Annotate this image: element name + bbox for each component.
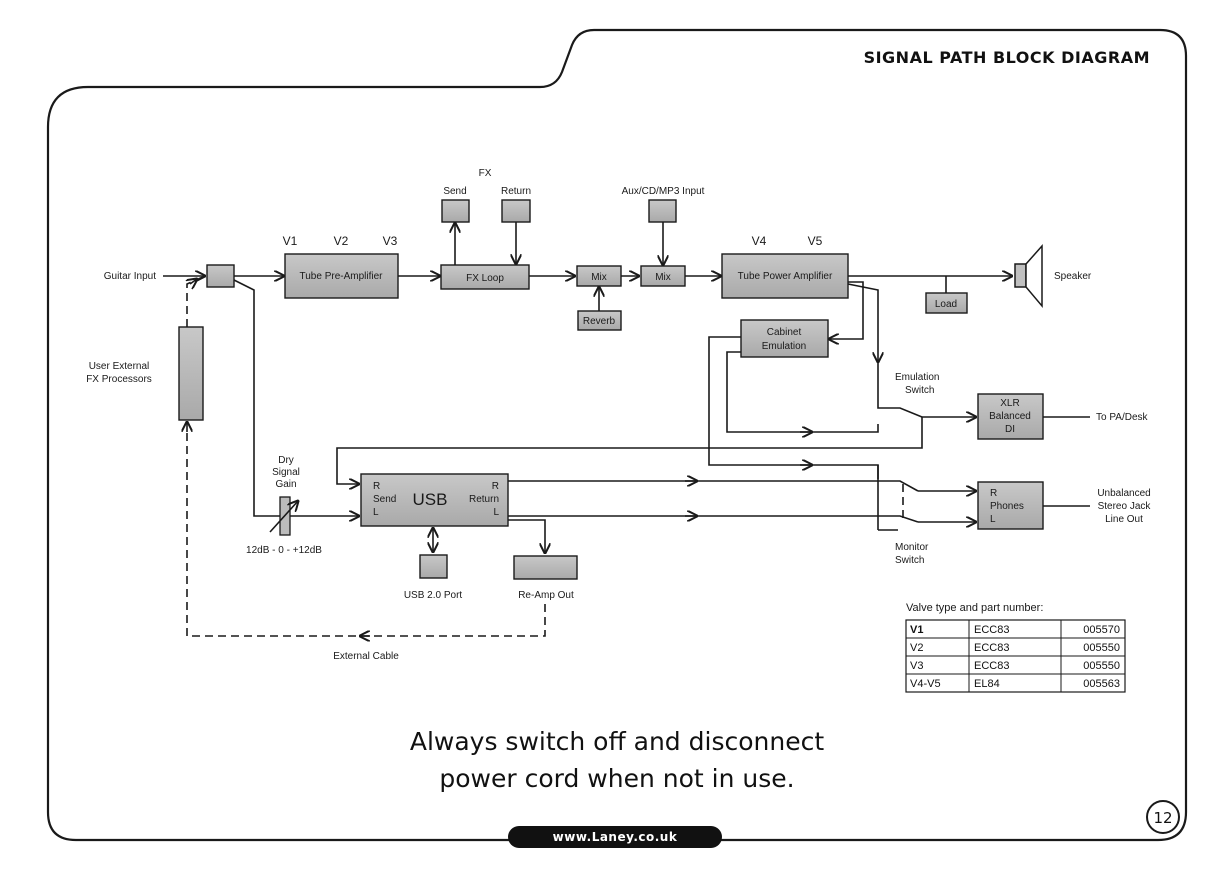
cabinet-label-1: Cabinet [767, 327, 802, 338]
usb-return-l: L [493, 507, 499, 518]
tube-preamp-label: Tube Pre-Amplifier [300, 271, 384, 282]
website-badge [508, 826, 722, 848]
v3-label: V3 [383, 234, 398, 248]
table-row-2-part: 005550 [1083, 642, 1120, 654]
phones-label: Phones [990, 501, 1024, 512]
dry-label-3: Gain [275, 479, 296, 490]
to-pa-label: To PA/Desk [1096, 412, 1148, 423]
valve-table-title: Valve type and part number: [906, 602, 1043, 614]
page-frame [46, 28, 1188, 842]
speaker-icon [1014, 244, 1043, 309]
usb-return-r: R [492, 481, 499, 492]
user-fx-label-2: FX Processors [86, 374, 152, 385]
dry-label-1: Dry [278, 455, 294, 466]
monitor-switch-label-1: Monitor [895, 542, 929, 553]
page-title: SIGNAL PATH BLOCK DIAGRAM [864, 48, 1150, 67]
usb-return-label: Return [469, 494, 499, 505]
xlr-label-1: XLR [1000, 398, 1019, 409]
load-label: Load [935, 299, 957, 310]
cabinet-label-2: Emulation [762, 341, 806, 352]
notice-line-2: power cord when not in use. [439, 764, 794, 793]
unbalanced-label-3: Line Out [1105, 514, 1143, 525]
table-row-4-type: EL84 [974, 678, 1000, 690]
xlr-label-3: DI [1005, 424, 1015, 435]
table-row-1-type: ECC83 [974, 624, 1009, 636]
tube-power-amp-block [721, 253, 849, 299]
gain-knob-icon [269, 496, 298, 536]
phones-r: R [990, 488, 997, 499]
website-link[interactable]: www.Laney.co.uk [553, 830, 678, 844]
phones-block [977, 481, 1044, 530]
xlr-label-2: Balanced [989, 411, 1031, 422]
aux-input-jack [648, 199, 677, 223]
speaker-label: Speaker [1054, 271, 1092, 282]
mix-1-label: Mix [591, 272, 607, 283]
usb-port-block [419, 554, 448, 579]
fx-send-jack [441, 199, 470, 223]
v2-label: V2 [334, 234, 349, 248]
phones-l: L [990, 514, 996, 525]
cabinet-emulation-block [740, 319, 829, 358]
fx-loop-block [440, 264, 530, 290]
xlr-di-block [977, 393, 1044, 440]
unbalanced-label-2: Stereo Jack [1098, 501, 1152, 512]
usb-label: USB [413, 490, 448, 509]
table-row-2-valve: V2 [910, 642, 923, 654]
monitor-switch-label-2: Switch [895, 555, 924, 566]
fx-loop-label: FX Loop [466, 273, 504, 284]
valve-table: Valve type and part number: V1 ECC83 005… [905, 602, 1126, 693]
page-number-circle [1146, 800, 1180, 834]
input-buffer-block [206, 264, 235, 288]
v1-label: V1 [283, 234, 298, 248]
reverb-label: Reverb [583, 316, 616, 327]
usb-port-label: USB 2.0 Port [404, 590, 463, 601]
emulation-switch-label-1: Emulation [895, 372, 939, 383]
usb-send-l: L [373, 507, 379, 518]
notice-line-1: Always switch off and disconnect [410, 727, 824, 756]
user-fx-label-1: User External [89, 361, 150, 372]
page-number: 12 [1153, 809, 1172, 827]
usb-send-r: R [373, 481, 380, 492]
table-row-3-part: 005550 [1083, 660, 1120, 672]
usb-block [360, 473, 509, 527]
table-row-1-part: 005570 [1083, 624, 1120, 636]
external-cable-label: External Cable [333, 651, 399, 662]
unbalanced-label-1: Unbalanced [1097, 488, 1150, 499]
table-row-1-valve: V1 [910, 624, 923, 636]
load-block [925, 292, 968, 314]
fx-return-label: Return [501, 186, 531, 197]
guitar-input-label: Guitar Input [104, 271, 156, 282]
emulation-switch-label-2: Switch [905, 385, 934, 396]
table-row-4-part: 005563 [1083, 678, 1120, 690]
gain-range-label: 12dB - 0 - +12dB [246, 545, 322, 556]
table-row-3-type: ECC83 [974, 660, 1009, 672]
dry-label-2: Signal [272, 467, 300, 478]
reamp-out-label: Re-Amp Out [518, 590, 574, 601]
fx-label: FX [479, 168, 492, 179]
mix-2-label: Mix [655, 272, 671, 283]
user-fx-block [178, 326, 204, 421]
v5-label: V5 [808, 234, 823, 248]
aux-input-label: Aux/CD/MP3 Input [622, 186, 705, 197]
table-row-4-valve: V4-V5 [910, 678, 941, 690]
table-row-2-type: ECC83 [974, 642, 1009, 654]
table-row-3-valve: V3 [910, 660, 923, 672]
fx-send-label: Send [443, 186, 466, 197]
v4-label: V4 [752, 234, 767, 248]
usb-send-label: Send [373, 494, 396, 505]
tube-power-amp-label: Tube Power Amplifier [738, 271, 833, 282]
reamp-out-block [513, 555, 578, 580]
fx-return-jack [501, 199, 531, 223]
